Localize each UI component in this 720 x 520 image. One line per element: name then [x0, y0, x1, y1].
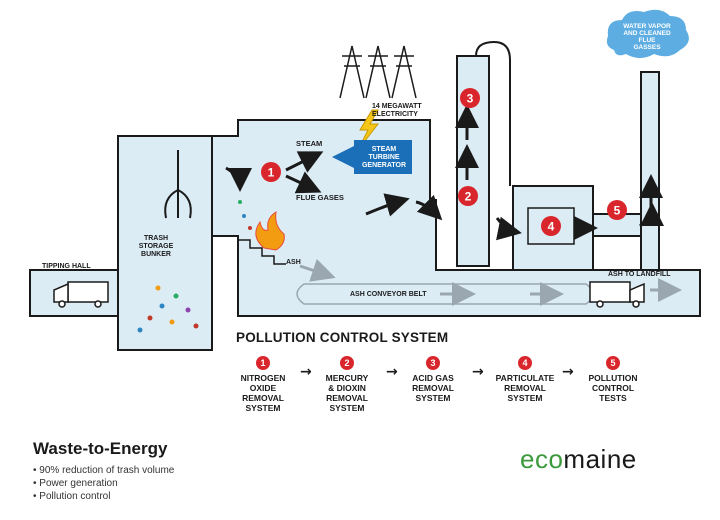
step-number: 5 — [606, 356, 620, 370]
system-step-1: 1 NITROGEN OXIDE REMOVAL SYSTEM — [218, 356, 308, 413]
marker-2: 2 — [458, 186, 478, 206]
svg-text:1: 1 — [268, 166, 275, 180]
label-trash-1: TRASH — [144, 235, 168, 242]
step-number: 1 — [256, 356, 270, 370]
tipping-hall-truck-icon — [53, 281, 109, 308]
marker-3: 3 — [460, 88, 480, 108]
label-cloud-4: GASSES — [633, 44, 661, 51]
turbine-arrow — [332, 146, 354, 168]
svg-text:5: 5 — [614, 204, 621, 218]
page-title: Waste-to-Energy — [33, 439, 168, 458]
vapor-cloud — [606, 9, 689, 58]
step-number: 4 — [518, 356, 532, 370]
feature-item: Pollution control — [33, 490, 174, 503]
label-flue-gases: FLUE GASES — [296, 193, 344, 202]
logo-maine: maine — [563, 444, 637, 474]
svg-text:2: 2 — [465, 190, 472, 204]
label-cloud-2: AND CLEANED — [623, 30, 671, 37]
pollution-control-title: POLLUTION CONTROL SYSTEM — [236, 330, 449, 345]
scrubber-tower — [456, 55, 490, 267]
system-step-2: 2 MERCURY & DIOXIN REMOVAL SYSTEM — [302, 356, 392, 413]
system-step-4: 4 PARTICULATE REMOVAL SYSTEM — [480, 356, 570, 403]
step-label: NITROGEN OXIDE REMOVAL SYSTEM — [240, 373, 286, 413]
step-number: 3 — [426, 356, 440, 370]
label-steam: STEAM — [296, 139, 322, 148]
feature-item: 90% reduction of trash volume — [33, 464, 174, 477]
step-label: PARTICULATE REMOVAL SYSTEM — [495, 373, 555, 403]
label-cloud-1: WATER VAPOR — [623, 23, 671, 30]
label-cloud-3: FLUE — [639, 37, 657, 44]
system-step-3: 3 ACID GAS REMOVAL SYSTEM — [388, 356, 478, 403]
label-trash-2: STORAGE — [139, 243, 174, 250]
step-label: MERCURY & DIOXIN REMOVAL SYSTEM — [325, 373, 369, 413]
marker-5: 5 — [607, 200, 627, 220]
steam-turbine-generator — [354, 140, 412, 174]
trash-pile — [137, 200, 252, 333]
label-ash: ASH — [286, 259, 301, 266]
tower-duct — [475, 40, 511, 186]
feature-item: Power generation — [33, 477, 174, 490]
arrow-right-icon: → — [386, 364, 398, 380]
label-trash-3: BUNKER — [141, 251, 171, 258]
label-tipping-hall: TIPPING HALL — [42, 263, 91, 270]
label-turbine-1: STEAM — [372, 146, 397, 153]
label-ash-landfill: ASH TO LANDFILL — [608, 271, 671, 278]
label-electricity: ELECTRICITY — [372, 111, 418, 118]
system-step-5: 5 POLLUTION CONTROL TESTS — [568, 356, 658, 403]
marker-1: 1 — [261, 162, 281, 182]
step-number: 2 — [340, 356, 354, 370]
svg-text:4: 4 — [548, 220, 555, 234]
transmission-towers-icon — [339, 45, 417, 99]
label-turbine-2: TURBINE — [368, 154, 399, 161]
arrow-right-icon: → — [300, 364, 312, 380]
feature-list: 90% reduction of trash volume Power gene… — [33, 464, 174, 503]
step-label: ACID GAS REMOVAL SYSTEM — [412, 373, 454, 403]
fire-icon — [255, 211, 285, 251]
logo-eco: eco — [520, 444, 564, 474]
arrow-right-icon: → — [562, 364, 574, 380]
stack — [640, 71, 660, 271]
marker-4: 4 — [541, 216, 561, 236]
grate-stairs — [238, 239, 286, 265]
label-megawatt: 14 MEGAWATT — [372, 103, 422, 110]
landfill-truck-icon — [589, 281, 645, 308]
label-turbine-3: GENERATOR — [362, 162, 406, 169]
svg-text:3: 3 — [467, 92, 474, 106]
label-ash-conveyor: ASH CONVEYOR BELT — [350, 291, 427, 298]
flow-arrows — [225, 104, 664, 241]
claw-icon — [164, 150, 192, 219]
ash-arrows — [299, 258, 682, 306]
step-label: POLLUTION CONTROL TESTS — [588, 373, 638, 403]
ecomaine-logo: ecomaine — [520, 444, 637, 475]
arrow-right-icon: → — [472, 364, 484, 380]
